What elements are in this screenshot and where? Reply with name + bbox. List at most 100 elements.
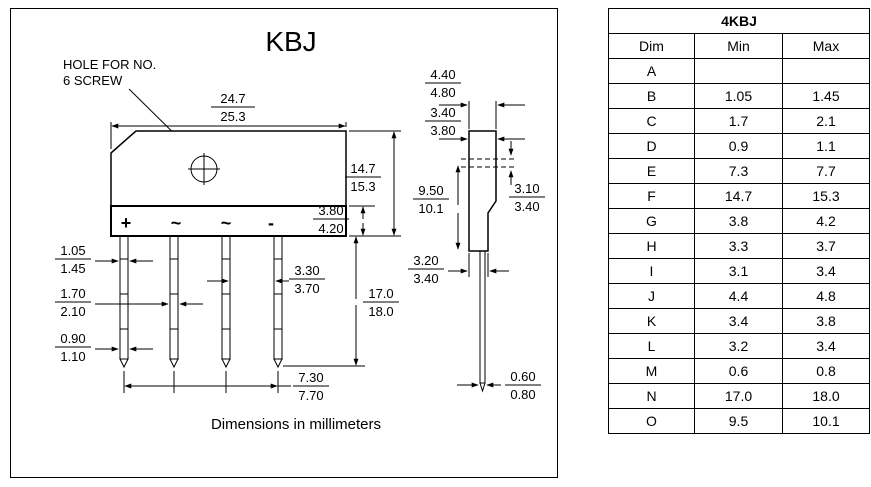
side-view-body xyxy=(468,130,497,252)
dim-pin-length: 17.0 18.0 xyxy=(283,236,399,367)
dim-overall-width-min: 24.7 xyxy=(220,91,245,106)
table-row: A xyxy=(608,58,870,84)
mounting-hole xyxy=(188,153,220,185)
dim-lead-thickness: 0.60 0.80 xyxy=(457,369,541,402)
dim-pin-width-max: 1.45 xyxy=(60,261,85,276)
hole-callout-line1: HOLE FOR NO. xyxy=(63,57,156,72)
min-cell: 3.2 xyxy=(694,333,783,359)
package-body xyxy=(110,130,347,207)
max-cell: 1.1 xyxy=(782,133,870,159)
min-cell: 17.0 xyxy=(694,383,783,409)
max-cell: 7.7 xyxy=(782,158,870,184)
col-header-max: Max xyxy=(782,33,870,59)
dim-pin-narrow-width: 0.90 1.10 xyxy=(55,331,153,364)
max-cell: 3.7 xyxy=(782,233,870,259)
min-cell xyxy=(694,58,783,84)
max-cell: 3.8 xyxy=(782,308,870,334)
terminal-plus-mark: + xyxy=(121,213,132,233)
max-cell: 3.4 xyxy=(782,333,870,359)
dim-cell: D xyxy=(608,133,695,159)
dim-strip-height-max: 4.20 xyxy=(318,221,343,236)
dim-side-body-width: 3.40 3.80 xyxy=(425,105,525,142)
dim-side-top-max: 4.80 xyxy=(430,85,455,100)
package-drawing: KBJ HOLE FOR NO. 6 SCREW + ~ ~ - xyxy=(55,26,545,433)
dim-side-body-max: 3.80 xyxy=(430,123,455,138)
dim-lead-thickness-max: 0.80 xyxy=(510,387,535,402)
terminal-ac2-mark: ~ xyxy=(221,213,232,233)
min-cell: 3.3 xyxy=(694,233,783,259)
hole-callout-line2: 6 SCREW xyxy=(63,73,123,88)
dim-cell: O xyxy=(608,408,695,434)
dim-side-body-min: 3.40 xyxy=(430,105,455,120)
dim-pin-narrow-min: 0.90 xyxy=(60,331,85,346)
dim-pin-pitch-max: 7.70 xyxy=(298,388,323,403)
min-cell: 0.6 xyxy=(694,358,783,384)
dim-cell: K xyxy=(608,308,695,334)
drawing-title: KBJ xyxy=(265,26,316,57)
dim-side-bottom-min: 3.20 xyxy=(413,253,438,268)
pin-3 xyxy=(221,235,231,369)
dim-hole-diameter: 3.10 3.40 xyxy=(508,141,545,214)
side-view-pin xyxy=(479,250,486,393)
dim-cell: L xyxy=(608,333,695,359)
dim-cell: H xyxy=(608,233,695,259)
col-header-min: Min xyxy=(694,33,783,59)
min-cell: 1.7 xyxy=(694,108,783,134)
terminal-minus-mark: - xyxy=(268,213,274,233)
dim-body-height-min: 14.7 xyxy=(350,161,375,176)
drawing-panel: KBJ HOLE FOR NO. 6 SCREW + ~ ~ - xyxy=(10,8,558,478)
max-cell: 15.3 xyxy=(782,183,870,209)
dim-overall-width-max: 25.3 xyxy=(220,109,245,124)
dim-overall-width: 24.7 25.3 xyxy=(110,91,347,149)
max-cell: 18.0 xyxy=(782,383,870,409)
dim-hole-position: 9.50 10.1 xyxy=(413,165,461,250)
max-cell: 3.4 xyxy=(782,258,870,284)
dim-pin-narrow-max: 1.10 xyxy=(60,349,85,364)
dim-pin-wide-min: 1.70 xyxy=(60,286,85,301)
min-cell: 9.5 xyxy=(694,408,783,434)
dim-cell: F xyxy=(608,183,695,209)
max-cell: 2.1 xyxy=(782,108,870,134)
min-cell: 4.4 xyxy=(694,283,783,309)
min-cell: 7.3 xyxy=(694,158,783,184)
min-cell: 3.4 xyxy=(694,308,783,334)
dim-pin-pitch: 7.30 7.70 xyxy=(123,370,329,403)
min-cell: 3.8 xyxy=(694,208,783,234)
min-cell: 3.1 xyxy=(694,258,783,284)
dim-lead-thickness-min: 0.60 xyxy=(510,369,535,384)
dim-side-bottom-max: 3.40 xyxy=(413,271,438,286)
terminal-ac1-mark: ~ xyxy=(171,213,182,233)
table-title: 4KBJ xyxy=(608,8,870,34)
dim-cell: C xyxy=(608,108,695,134)
dim-cell: A xyxy=(608,58,695,84)
max-cell: 4.8 xyxy=(782,283,870,309)
min-cell: 0.9 xyxy=(694,133,783,159)
dim-pin-length-min: 17.0 xyxy=(368,286,393,301)
dim-strip-height: 3.80 4.20 xyxy=(313,203,375,236)
dim-pin-wide-width: 1.70 2.10 xyxy=(55,286,203,319)
col-header-dim: Dim xyxy=(608,33,695,59)
dim-side-bottom-width: 3.20 3.40 xyxy=(408,253,509,286)
dim-pin-wide-max: 2.10 xyxy=(60,304,85,319)
dim-cell: I xyxy=(608,258,695,284)
dim-cell: J xyxy=(608,283,695,309)
min-cell: 14.7 xyxy=(694,183,783,209)
dim-cell: M xyxy=(608,358,695,384)
dim-pin-length-max: 18.0 xyxy=(368,304,393,319)
dim-pin-gap-max: 3.70 xyxy=(294,281,319,296)
dim-cell: B xyxy=(608,83,695,109)
dim-pin-pitch-min: 7.30 xyxy=(298,370,323,385)
dim-cell: E xyxy=(608,158,695,184)
